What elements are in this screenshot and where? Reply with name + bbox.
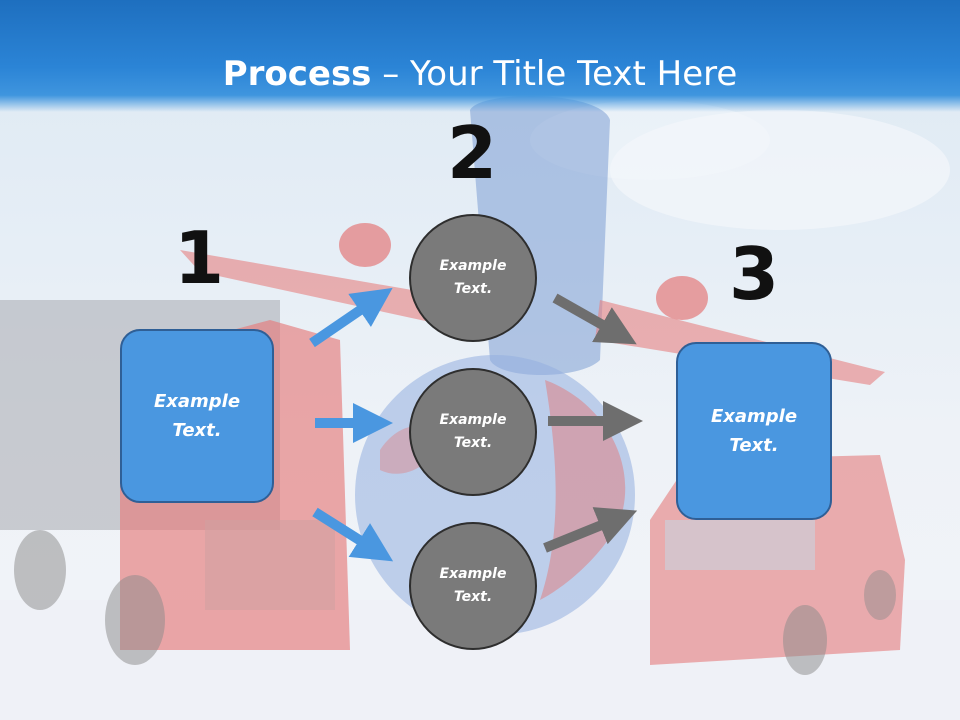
arrow-1-to-2-top: [309, 287, 393, 348]
title-bold-part: Process: [222, 54, 372, 94]
step-2-circle-top[interactable]: Example Text.: [409, 214, 537, 342]
step-2-circle-middle-text: Example Text.: [439, 412, 507, 451]
step-2-circle-bottom[interactable]: Example Text.: [409, 522, 537, 650]
step-1-number: 1: [173, 216, 225, 300]
step-2-circle-middle[interactable]: Example Text.: [409, 368, 537, 496]
step-1-box[interactable]: Example Text.: [120, 329, 274, 503]
arrow-2-to-3-top: [552, 293, 637, 345]
slide-title: Process – Your Title Text Here: [0, 52, 960, 96]
step-2-circle-top-text: Example Text.: [439, 258, 507, 297]
step-2-number: 2: [446, 111, 498, 195]
step-2-circle-bottom-text: Example Text.: [439, 566, 507, 605]
step-3-text: Example Text.: [710, 406, 798, 456]
step-3-box[interactable]: Example Text.: [676, 342, 832, 520]
step-3-number: 3: [728, 232, 780, 316]
arrow-2-to-3-bottom: [543, 507, 638, 553]
title-rest-part: – Your Title Text Here: [371, 54, 738, 94]
title-bar: [0, 0, 960, 112]
step-1-text: Example Text.: [153, 391, 241, 441]
arrow-1-to-2-bottom: [312, 507, 394, 562]
